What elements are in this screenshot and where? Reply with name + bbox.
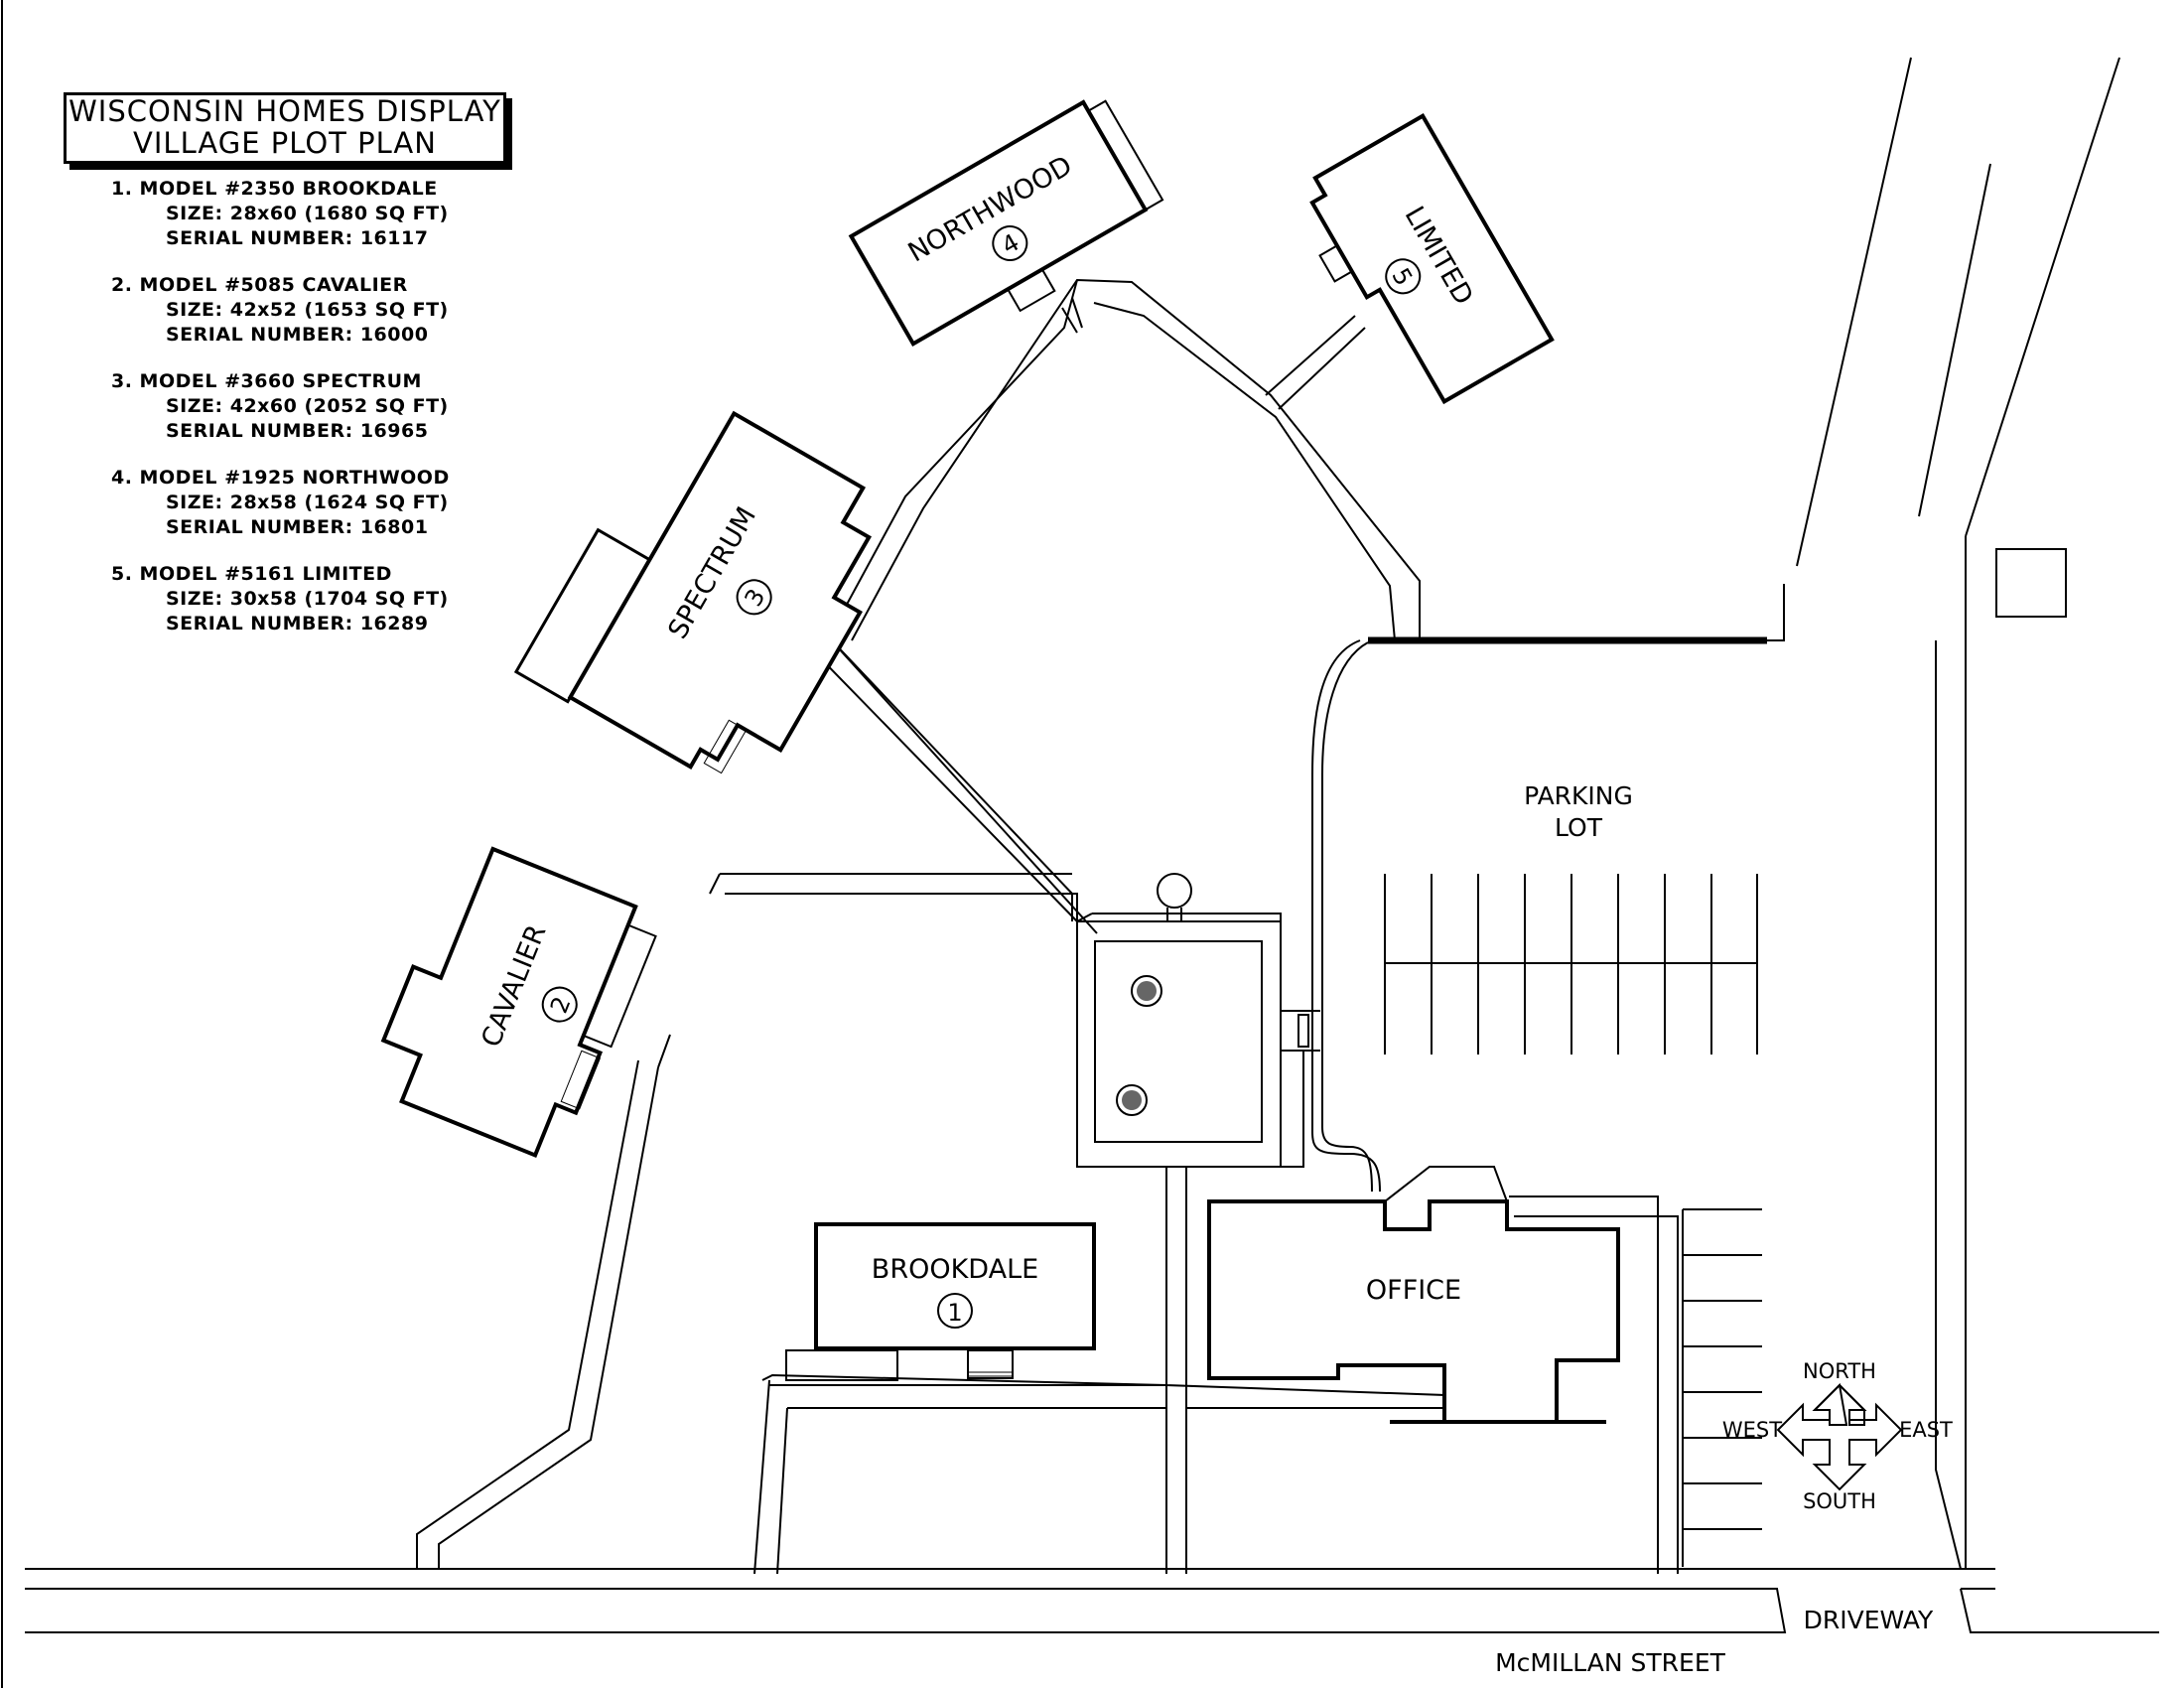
legend-size: SIZE: 42x52 (1653 SQ FT): [166, 299, 449, 321]
building-brookdale[interactable]: BROOKDALE 1: [785, 1222, 1096, 1381]
fountain-icon: [1116, 975, 1162, 1116]
legend-heading: 1. MODEL #2350 BROOKDALE: [111, 178, 438, 200]
legend-item-cavalier: 2. MODEL #5085 CAVALIER SIZE: 42x52 (165…: [111, 273, 528, 348]
parking-lot-label: PARKING: [1524, 781, 1633, 810]
legend-size: SIZE: 42x60 (2052 SQ FT): [166, 395, 449, 417]
brookdale-number: 1: [947, 1299, 962, 1327]
compass-south: SOUTH: [1803, 1489, 1876, 1513]
parking-lot: [1311, 584, 1785, 1567]
model-legend: 1. MODEL #2350 BROOKDALE SIZE: 28x60 (16…: [111, 177, 528, 658]
compass-west: WEST: [1722, 1418, 1782, 1442]
plan-title-line-1: WISCONSIN HOMES DISPLAY: [68, 94, 501, 128]
legend-heading: 3. MODEL #3660 SPECTRUM: [111, 370, 422, 392]
sign-box: [1995, 548, 2067, 618]
legend-serial: SERIAL NUMBER: 16000: [166, 324, 429, 346]
legend-size: SIZE: 28x58 (1624 SQ FT): [166, 492, 449, 513]
legend-size: SIZE: 28x60 (1680 SQ FT): [166, 203, 449, 224]
compass-north: NORTH: [1803, 1359, 1876, 1383]
plan-title-box: WISCONSIN HOMES DISPLAY VILLAGE PLOT PLA…: [64, 92, 506, 164]
legend-heading: 5. MODEL #5161 LIMITED: [111, 563, 392, 585]
legend-serial: SERIAL NUMBER: 16289: [166, 613, 429, 634]
building-limited[interactable]: LIMITED 5: [1286, 113, 1555, 419]
compass-east: EAST: [1899, 1418, 1953, 1442]
building-cavalier[interactable]: CAVALIER 2: [365, 838, 663, 1167]
legend-serial: SERIAL NUMBER: 16965: [166, 420, 429, 442]
driveway-label: DRIVEWAY: [1804, 1606, 1934, 1634]
legend-heading: 2. MODEL #5085 CAVALIER: [111, 274, 408, 296]
building-office[interactable]: OFFICE: [1207, 1166, 1620, 1424]
legend-item-spectrum: 3. MODEL #3660 SPECTRUM SIZE: 42x60 (205…: [111, 369, 528, 444]
building-spectrum[interactable]: SPECTRUM 3: [513, 383, 914, 805]
mcmillan-street: [25, 1568, 2159, 1633]
highway-road: [1796, 57, 2120, 1570]
legend-item-limited: 5. MODEL #5161 LIMITED SIZE: 30x58 (1704…: [111, 562, 528, 636]
legend-heading: 4. MODEL #1925 NORTHWOOD: [111, 467, 450, 489]
legend-item-northwood: 4. MODEL #1925 NORTHWOOD SIZE: 28x58 (16…: [111, 466, 528, 540]
parking-lot-label-2: LOT: [1555, 813, 1603, 842]
street-label: McMILLAN STREET: [1495, 1648, 1726, 1677]
legend-item-brookdale: 1. MODEL #2350 BROOKDALE SIZE: 28x60 (16…: [111, 177, 528, 251]
legend-serial: SERIAL NUMBER: 16801: [166, 516, 429, 538]
office-label: OFFICE: [1366, 1275, 1461, 1306]
compass-rose-icon: [1776, 1382, 1903, 1491]
plan-title-line-2: VILLAGE PLOT PLAN: [133, 126, 437, 160]
legend-size: SIZE: 30x58 (1704 SQ FT): [166, 588, 449, 610]
center-court: [1076, 873, 1309, 1168]
building-northwood[interactable]: NORTHWOOD 4: [848, 92, 1174, 365]
legend-serial: SERIAL NUMBER: 16117: [166, 227, 429, 249]
brookdale-label: BROOKDALE: [872, 1254, 1038, 1285]
